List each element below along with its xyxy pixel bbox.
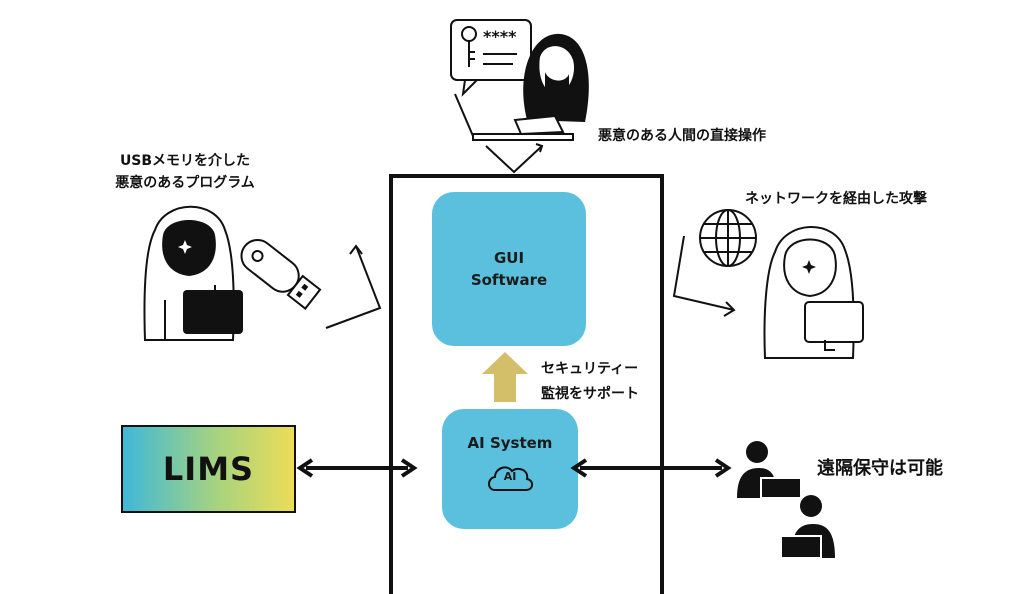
ai-badge-text: AI: [503, 470, 517, 483]
security-label-line1: セキュリティー: [541, 361, 639, 377]
human-attack-label: 悪意のある人間の直接操作: [598, 128, 766, 144]
remote-maintenance-label: 遠隔保守は可能: [817, 458, 943, 479]
ai-system-label: AI System: [467, 434, 553, 452]
lims-link-arrow: [296, 458, 418, 478]
usb-attack-arrow: [325, 244, 382, 329]
system-frame: [389, 174, 664, 594]
network-attack-label: ネットワークを経由した攻撃: [745, 191, 927, 207]
remote-link-arrow: [570, 458, 732, 478]
hacker-network-icon: [763, 226, 864, 359]
lims-label: LIMS: [162, 450, 255, 488]
globe-icon: [699, 209, 757, 267]
key-icon: [461, 26, 477, 67]
network-attack-arrow: [672, 235, 736, 317]
password-mask: ****: [483, 27, 517, 46]
security-label-line2: 監視をサポート: [541, 386, 639, 402]
human-attack-arrow: [485, 143, 544, 174]
hacker-laptop-icon: ****: [450, 19, 589, 141]
software-label: Software: [470, 271, 548, 289]
lims-box[interactable]: LIMS: [121, 425, 296, 513]
gui-software-box[interactable]: GUI Software: [432, 192, 586, 346]
usb-attack-label-line2: 悪意のあるプログラム: [115, 175, 255, 191]
remote-user-icon: [737, 441, 835, 559]
usb-attack-label-line1: USBメモリを介した: [119, 153, 251, 169]
ai-system-box[interactable]: AI System AI: [442, 409, 578, 529]
hacker-usb-icon: [143, 205, 243, 341]
usb-stick-icon: [240, 238, 322, 310]
ai-cloud-icon: AI: [485, 462, 535, 492]
security-support-arrow: [482, 352, 528, 402]
gui-label: GUI: [493, 249, 525, 267]
